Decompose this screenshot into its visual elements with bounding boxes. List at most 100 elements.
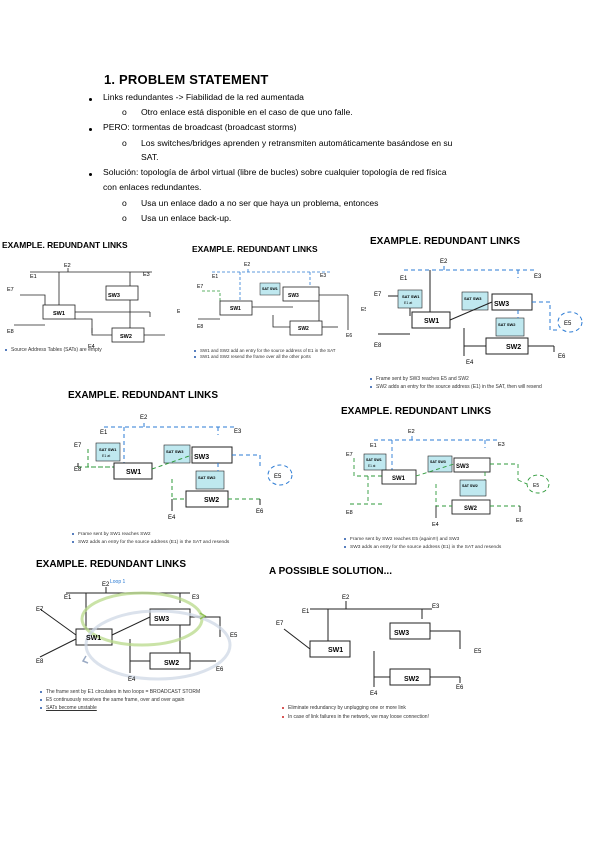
node-label: E4	[432, 522, 439, 528]
node-label: SW2	[164, 660, 179, 667]
node-label: E6	[558, 354, 566, 360]
panel-3-caption: Frame sent by SW3 reaches E5 and SW2 SW2…	[370, 375, 542, 391]
node-label: E3	[320, 273, 326, 279]
panel-7-title: A POSSIBLE SOLUTION...	[269, 566, 392, 577]
node-label: E6	[346, 333, 352, 339]
panel-1-caption: Source Address Tables (SATs) are empty	[5, 346, 102, 354]
node-label: SW2	[506, 344, 521, 351]
bullet-dot	[89, 173, 92, 176]
node-label: SW1	[53, 311, 65, 317]
node-label: E2	[102, 582, 110, 588]
node-label: E1 at	[404, 301, 412, 305]
node-label: E8	[36, 659, 44, 665]
node-label: E5	[533, 483, 539, 489]
sub-marker: o	[122, 107, 127, 117]
node-label: E5	[474, 649, 482, 655]
node-label: E3	[192, 595, 200, 601]
node-label: E1	[30, 274, 37, 280]
panel-7-caption: Eliminate redundancy by unplugging one o…	[282, 704, 429, 722]
node-label: E2	[408, 429, 415, 435]
diagram-panel-3: E2 E1 E3 E7 E8 SAT SW1 E1 at SW1 SAT SW3…	[374, 259, 583, 366]
node-label: E1 at	[102, 454, 110, 458]
panel-4-caption: Frame sent by SW1 reaches SW2 SW2 adds a…	[72, 531, 229, 547]
panel-6-caption: The frame sent by E1 circulates in two l…	[40, 688, 200, 712]
node-label: E2	[244, 262, 250, 268]
bullet-3-sub-2: Usa un enlace back-up.	[141, 213, 232, 223]
node-label: E7	[197, 284, 203, 290]
node-label: E8	[7, 329, 14, 335]
node-label: E7	[374, 292, 382, 298]
node-label: E2	[342, 595, 350, 601]
node-label: E5	[361, 307, 366, 313]
loop-label: Loop 1	[110, 579, 126, 585]
node-label: SW3	[194, 454, 209, 461]
node-label: SAT SW3	[166, 449, 184, 454]
bullet-2: PERO: tormentas de broadcast (broadcast …	[103, 122, 297, 132]
node-label: SAT SW1	[262, 287, 278, 291]
node-label: SW3	[108, 293, 120, 299]
bullet-1-sub-1: Otro enlace está disponible en el caso d…	[141, 107, 353, 117]
panel-3-title: EXAMPLE. REDUNDANT LINKS	[370, 236, 521, 247]
diagram-panel-7: E2 E1 E3 E7 SW1 SW3 SW2 E4 E5 E6	[276, 595, 482, 697]
node-label: E6	[516, 518, 523, 524]
node-label: E2	[64, 263, 71, 269]
node-label: E8	[74, 467, 82, 473]
node-label: SW1	[86, 635, 101, 642]
panel-5-caption: Frame sent by SW2 reaches E5 (again!!!) …	[344, 536, 501, 552]
node-label: E1	[212, 274, 218, 280]
node-label: SW1	[328, 647, 343, 654]
node-label: E4	[466, 360, 474, 366]
node-label: E7	[36, 607, 44, 613]
diagram-panel-5: E2 E1 E3 E7 E8 SAT SW1 E1 at SW1 SAT SW3…	[346, 429, 550, 528]
diagram-panel-4: E2 E1 E3 E7 E8 SAT SW1 E1 at SW1 SAT SW3…	[74, 415, 293, 521]
node-label: E7	[74, 443, 82, 449]
panel-6-title: EXAMPLE. REDUNDANT LINKS	[36, 559, 187, 570]
node-label: E1	[370, 443, 377, 449]
node-label: SW1	[392, 476, 406, 482]
node-label: E5	[564, 321, 572, 327]
node-label: E3	[143, 272, 150, 278]
node-label: SW3	[288, 293, 299, 299]
node-label: SAT SW2	[498, 322, 516, 327]
node-label: E1 at	[368, 464, 376, 468]
node-label: E3	[534, 274, 542, 280]
node-label: SW3	[494, 301, 509, 308]
bullet-3-sub-1: Usa un enlace dado a no ser que haya un …	[141, 198, 379, 208]
node-label: E4	[370, 691, 378, 697]
node-label: E7	[276, 621, 284, 627]
diagram-panel-6: E2 E1 E3 E7 E8 SW1 SW3 SW2 E4 E5 E6 Loop…	[36, 579, 238, 683]
diagram-panel-2: E2 E1 E3 E7 E8 SAT SW1 SW1 SW3 SW2 E6 E5	[197, 262, 366, 339]
node-label: SAT SW3	[430, 460, 446, 464]
node-label: E6	[256, 509, 264, 515]
panel-2-caption: SW1 and SW2 add an entry for the source …	[194, 348, 336, 360]
sub-marker: o	[122, 213, 127, 223]
sub-marker: o	[122, 198, 127, 208]
node-label: E4	[128, 677, 136, 683]
node-label: SW1	[424, 318, 439, 325]
node-label: SW3	[154, 616, 169, 623]
node-label: SAT SW3	[464, 296, 482, 301]
node-label: E7	[346, 452, 353, 458]
node-label: E5	[177, 309, 180, 315]
node-label: SAT SW1	[402, 294, 420, 299]
node-label: SW2	[120, 334, 132, 340]
node-label: E4	[168, 515, 176, 521]
bullet-2-sub-1: Los switches/bridges aprenden y retransm…	[141, 138, 453, 148]
node-label: E3	[498, 442, 505, 448]
bullet-3-continuation: con enlaces redundantes.	[103, 182, 202, 192]
node-label: E5	[230, 633, 238, 639]
node-label: E1	[400, 276, 408, 282]
node-label: E8	[197, 324, 203, 330]
node-label: E7	[7, 287, 14, 293]
bullet-2-sub-2: SAT.	[141, 152, 159, 162]
node-label: E6	[216, 667, 224, 673]
bullet-3: Solución: topología de árbol virtual (li…	[103, 167, 447, 177]
node-label: E1	[302, 609, 310, 615]
node-label: SAT SW1	[99, 447, 117, 452]
node-label: SAT SW2	[462, 484, 478, 488]
diagram-panel-1: E2 E1 E3 E7 E8 SW1 SW3 SW2 E4 E5	[7, 263, 180, 350]
panel-5-title: EXAMPLE. REDUNDANT LINKS	[341, 406, 492, 417]
sub-marker: o	[122, 138, 127, 148]
node-label: SW2	[464, 506, 478, 512]
node-label: E1	[64, 595, 72, 601]
